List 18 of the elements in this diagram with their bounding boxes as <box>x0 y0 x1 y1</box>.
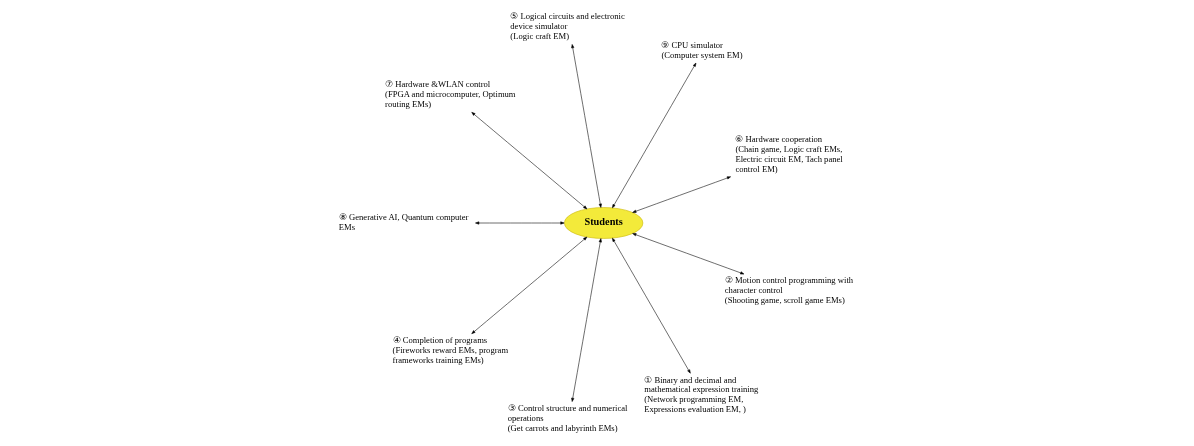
arrow <box>631 176 731 213</box>
arrow <box>570 44 602 208</box>
node-text: ⑤ Logical circuits and electronic device simulator (Logic craft EM) <box>509 11 625 41</box>
arrow <box>631 233 744 275</box>
node-text: ③ Control structure and numerical operations (Get carrots and labyrinth EMs) <box>507 403 627 433</box>
node-text: ④ Completion of programs (Fireworks reward EMs, program frameworks training EMs) <box>392 335 508 365</box>
node-text: ⑦ Hardware &WLAN control (FPGA and microcomputer, Optimum routing EMs) <box>384 79 516 109</box>
arrow <box>470 236 587 334</box>
arrow <box>470 112 587 210</box>
arrow <box>570 238 602 402</box>
node-text: ⑧ Generative AI, Quantum computer EMs <box>338 212 468 232</box>
node-text: ⑨ CPU simulator (Computer system EM) <box>660 39 743 60</box>
node-text: ① Binary and decimal and mathematical expression training (Network programming EM, Expressions evaluation EM, ) <box>643 374 758 414</box>
arrow <box>611 62 696 209</box>
arrow <box>474 221 564 225</box>
node-text: ② Motion control programming with character control (Shooting game, scroll game EMs) <box>724 275 853 305</box>
arrow <box>611 237 691 374</box>
node-text: ⑥ Hardware cooperation (Chain game, Logic craft EMs, Electric circuit EM, Tach panel control EM) <box>734 134 843 174</box>
